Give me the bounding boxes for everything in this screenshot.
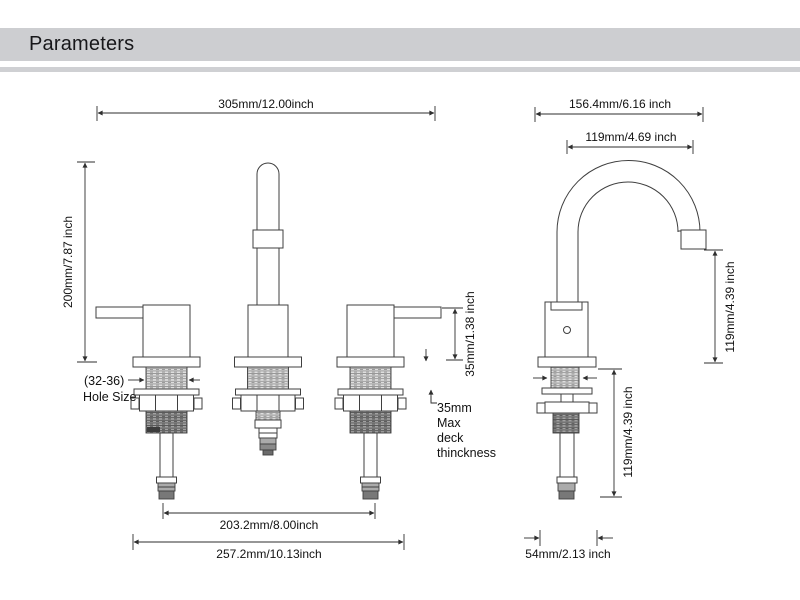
section-header: Parameters (0, 28, 800, 61)
svg-text:119mm/4.39 inch: 119mm/4.39 inch (621, 386, 635, 477)
header-divider (0, 67, 800, 72)
svg-text:(32-36): (32-36) (84, 374, 124, 388)
dim-overall-width: 305mm/12.00inch (96, 97, 436, 121)
svg-text:119mm/4.69 inch: 119mm/4.69 inch (585, 130, 676, 144)
svg-text:Hole Size: Hole Size (83, 390, 137, 404)
dim-hole-spacing: 203.2mm/8.00inch (162, 503, 376, 532)
svg-text:Max: Max (437, 416, 461, 430)
label-hole-size: (32-36) Hole Size (83, 374, 200, 404)
front-view (95, 162, 442, 500)
front-right-handle (334, 304, 442, 500)
svg-text:119mm/4.39 inch: 119mm/4.39 inch (723, 261, 737, 352)
svg-text:200mm/7.87 inch: 200mm/7.87 inch (61, 216, 75, 308)
svg-text:203.2mm/8.00inch: 203.2mm/8.00inch (220, 518, 319, 532)
dim-base-width: 54mm/2.13 inch (524, 530, 613, 561)
dim-overall-depth: 156.4mm/6.16 inch (534, 97, 704, 122)
front-center-spout (232, 162, 304, 456)
dim-height: 200mm/7.87 inch (61, 161, 97, 363)
svg-text:thinckness: thinckness (437, 446, 496, 460)
svg-text:deck: deck (437, 431, 464, 445)
dim-spout-height: 119mm/4.39 inch (704, 249, 737, 364)
label-deck-thickness: 35mm Max deck thinckness (423, 349, 496, 460)
svg-text:35mm/1.38 inch: 35mm/1.38 inch (463, 291, 477, 376)
dim-overall-base: 257.2mm/10.13inch (132, 534, 405, 561)
svg-text:305mm/12.00inch: 305mm/12.00inch (218, 97, 313, 111)
side-shank (533, 356, 598, 500)
dim-handle-height: 35mm/1.38 inch (442, 291, 477, 377)
dim-below-deck: 119mm/4.39 inch (598, 368, 635, 498)
side-view (533, 160, 707, 500)
dim-spout-reach: 119mm/4.69 inch (566, 130, 694, 154)
page-title: Parameters (29, 33, 135, 55)
svg-text:156.4mm/6.16 inch: 156.4mm/6.16 inch (569, 97, 671, 111)
front-left-handle (95, 304, 203, 500)
svg-text:257.2mm/10.13inch: 257.2mm/10.13inch (216, 547, 321, 561)
side-spout (544, 160, 707, 358)
svg-text:35mm: 35mm (437, 401, 472, 415)
svg-text:54mm/2.13 inch: 54mm/2.13 inch (525, 547, 610, 561)
